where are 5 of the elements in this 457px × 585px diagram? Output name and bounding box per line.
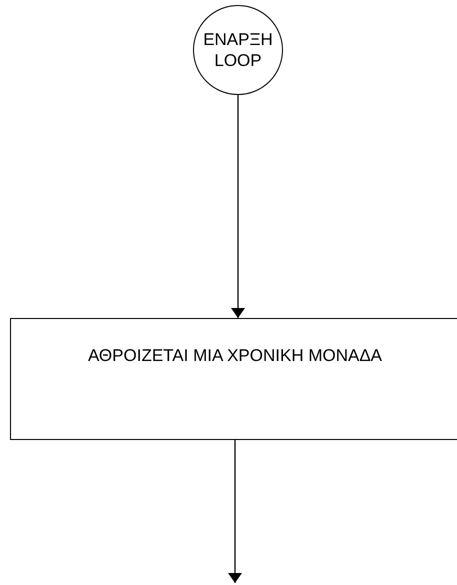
process-box xyxy=(10,318,457,440)
arrow xyxy=(228,440,242,583)
arrow xyxy=(231,95,245,318)
node-label: ΕΝΑΡΞΗ LOOP xyxy=(202,29,274,71)
node-label: ΑΘΡΟΙΖΕΤΑΙ ΜΙΑ ΧΡΟΝΙΚΗ ΜΟΝΑΔΑ xyxy=(88,345,382,366)
